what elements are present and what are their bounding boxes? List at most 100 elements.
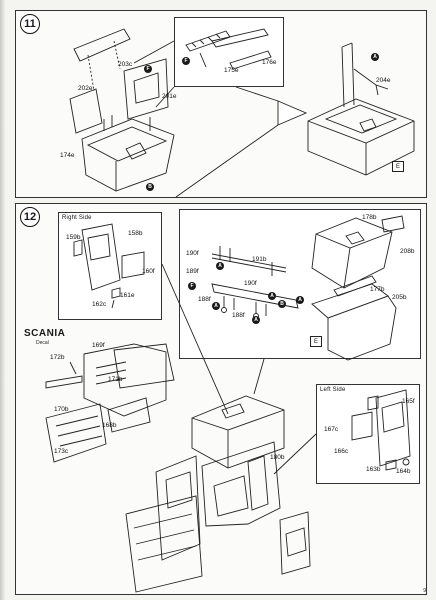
door-window [166, 472, 192, 508]
grille-slats [96, 362, 126, 384]
part-201-window [134, 73, 159, 103]
cab-interior-seat [214, 476, 248, 516]
part-label: 204e [376, 77, 391, 84]
part-label: 190f [186, 250, 199, 257]
part-191-lightbar [212, 254, 286, 272]
marker-badge: A [371, 53, 379, 61]
marker-badge: A [216, 262, 224, 270]
part-160-glass [122, 252, 144, 278]
part-label: 189f [186, 268, 199, 275]
marker-badge: F [144, 65, 152, 73]
part-label: 171b [108, 376, 123, 383]
part-label: 190f [244, 280, 257, 287]
cab-body [202, 442, 280, 526]
part-label: 162c [92, 301, 107, 308]
part-169-windshield [114, 344, 174, 388]
part-201-wall [124, 59, 168, 119]
roof-assembly-box [179, 209, 421, 359]
part-label: 178b [362, 214, 377, 221]
marker-badge: A [252, 316, 260, 324]
left-door-window [382, 402, 404, 432]
part-168-bumper [108, 398, 150, 432]
front-face-grille [134, 514, 196, 560]
floor-posts [104, 115, 150, 131]
marker-badge: F [188, 282, 196, 290]
part-166-glass [352, 412, 372, 440]
part-label: 202e [78, 85, 93, 92]
part-label: 165f [402, 398, 415, 405]
brand-logo: SCANIA [24, 328, 66, 339]
part-label: 160f [142, 268, 155, 275]
step-number: 11 [20, 14, 40, 34]
part-159-mirror [74, 240, 82, 256]
part-178-roof [312, 218, 392, 288]
variant-box: E [392, 161, 404, 172]
right-side-title: Right Side [62, 215, 92, 221]
cab-roof-hatch [222, 404, 244, 418]
connector-line [176, 87, 278, 197]
part-204-arm [354, 69, 388, 95]
part-label: 177b [370, 286, 385, 293]
bar-ribs [192, 34, 220, 47]
page-number: 9 [423, 588, 426, 594]
part-label: 164b [396, 468, 411, 475]
side-panel-window [286, 528, 306, 556]
part-label: 191b [252, 256, 267, 263]
cab-side-panel [280, 512, 310, 574]
part-label: 175e [224, 67, 239, 74]
cab-roof-block [328, 296, 396, 360]
part-label: 173c [54, 448, 69, 455]
right-door-panel [82, 224, 120, 290]
leader-line [200, 53, 206, 67]
part-label: 168b [102, 422, 117, 429]
part-label: 180b [270, 454, 285, 461]
grille-lines [56, 416, 102, 446]
step-12-drawing [16, 204, 428, 596]
step-12-panel: 12 Right Side Left Side [15, 203, 427, 595]
marker-badge: A [212, 302, 220, 310]
cab-roof-edge [192, 410, 284, 430]
part-label: 205b [392, 294, 407, 301]
left-door-panel [376, 390, 410, 466]
cab-seat [360, 119, 376, 131]
part-label: 203c [118, 61, 133, 68]
marker-badge: F [182, 57, 190, 65]
part-173-grille [46, 404, 106, 462]
roof-edge [316, 232, 392, 248]
guide-line [114, 41, 120, 69]
connector-line [254, 359, 264, 394]
part-label: 167c [324, 426, 339, 433]
part-204-frame [342, 43, 354, 107]
step-number: 12 [20, 207, 40, 227]
variant-box: E [310, 336, 322, 347]
roof-ridge [344, 248, 350, 288]
part-188-lamp [222, 308, 227, 313]
connector-line [274, 434, 316, 474]
roof-hatch [346, 232, 364, 244]
part-label: 176e [262, 59, 277, 66]
marker-badge: A [268, 292, 276, 300]
part-label: 158b [128, 230, 143, 237]
left-side-title: Left Side [320, 387, 346, 393]
front-panel-frame [84, 344, 166, 416]
part-label: 161e [120, 292, 135, 299]
cab-front-face [126, 496, 202, 592]
marker-badge: A [296, 296, 304, 304]
light-mounts [220, 246, 272, 276]
part-177-sunshade [334, 276, 376, 296]
lamp-stems [224, 296, 266, 316]
page-binding-edge [0, 0, 5, 600]
part-203-panel [74, 29, 130, 61]
part-165-mirror [368, 396, 378, 410]
decal-label: Decal [36, 340, 49, 346]
leader-line [156, 87, 174, 107]
leader-line [134, 41, 174, 63]
part-175-bar [186, 31, 230, 51]
assembled-cab-base [308, 99, 414, 175]
cab-interior [326, 105, 396, 133]
step-11-drawing [16, 11, 428, 199]
part-label: 188f [232, 312, 245, 319]
part-174-floor-tub [82, 119, 174, 191]
connector-line [162, 264, 228, 414]
